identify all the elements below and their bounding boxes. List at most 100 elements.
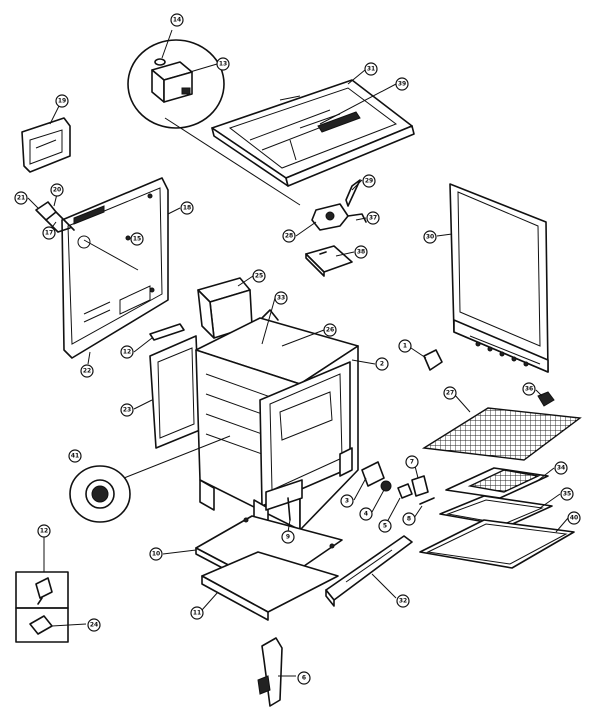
svg-text:15: 15 — [133, 236, 141, 243]
callout-3: 3 — [340, 494, 354, 508]
callout-11: 11 — [190, 606, 204, 620]
callout-9: 9 — [281, 530, 295, 544]
svg-text:20: 20 — [53, 187, 61, 194]
callout-12-top: 12 — [120, 345, 134, 359]
callout-18: 18 — [180, 201, 194, 215]
svg-text:10: 10 — [152, 551, 160, 558]
oven-rack — [421, 407, 582, 461]
svg-text:22: 22 — [83, 368, 91, 375]
svg-text:11: 11 — [193, 610, 201, 617]
svg-text:2: 2 — [380, 361, 384, 368]
svg-text:39: 39 — [398, 81, 406, 88]
callout-24: 24 — [87, 618, 101, 632]
callout-19: 19 — [55, 94, 69, 108]
svg-text:26: 26 — [326, 327, 334, 334]
svg-text:23: 23 — [123, 407, 131, 414]
svg-text:32: 32 — [399, 598, 407, 605]
svg-text:21: 21 — [17, 195, 25, 202]
callout-5: 5 — [378, 519, 392, 533]
callout-7: 7 — [405, 455, 419, 469]
detail-bubble-top — [127, 39, 301, 206]
callout-29: 29 — [362, 174, 376, 188]
svg-text:31: 31 — [367, 66, 375, 73]
callout-10: 10 — [149, 547, 163, 561]
leveling-leg — [257, 637, 283, 707]
svg-text:35: 35 — [563, 491, 571, 498]
callout-17: 17 — [42, 226, 56, 240]
svg-text:12: 12 — [123, 349, 131, 356]
callout-35: 35 — [560, 487, 574, 501]
svg-text:41: 41 — [71, 453, 79, 460]
svg-text:6: 6 — [302, 675, 306, 682]
callout-36: 36 — [522, 382, 536, 396]
callout-30: 30 — [423, 230, 437, 244]
callout-22: 22 — [80, 364, 94, 378]
knobs-and-fittings — [361, 349, 555, 505]
callout-23: 23 — [120, 403, 134, 417]
callout-27: 27 — [443, 386, 457, 400]
svg-text:27: 27 — [446, 390, 454, 397]
callout-40: 40 — [567, 511, 581, 525]
svg-text:24: 24 — [90, 622, 98, 629]
svg-text:1: 1 — [403, 343, 407, 350]
callout-38: 38 — [354, 245, 368, 259]
wiring-parts — [35, 201, 75, 233]
svg-text:12: 12 — [40, 528, 48, 535]
boxed-details — [15, 571, 69, 643]
callout-34: 34 — [554, 461, 568, 475]
callout-8: 8 — [402, 512, 416, 526]
bottom-drawer-pan — [419, 519, 575, 569]
oven-body — [195, 309, 359, 531]
svg-text:28: 28 — [285, 233, 293, 240]
svg-text:25: 25 — [255, 273, 263, 280]
callout-13: 13 — [216, 57, 230, 71]
callout-12-bottom: 12 — [37, 524, 51, 538]
oven-door — [449, 183, 549, 373]
svg-text:14: 14 — [173, 17, 181, 24]
side-panel — [149, 335, 201, 449]
svg-text:17: 17 — [45, 230, 53, 237]
broiler-pan-insert — [445, 467, 549, 499]
callout-14: 14 — [170, 13, 184, 27]
top-cover — [211, 79, 415, 187]
svg-text:13: 13 — [219, 61, 227, 68]
svg-text:19: 19 — [58, 98, 66, 105]
svg-text:8: 8 — [407, 516, 411, 523]
leader-lines — [27, 29, 569, 677]
drawer-rail — [325, 535, 413, 607]
callout-37: 37 — [366, 211, 380, 225]
callout-6: 6 — [297, 671, 311, 685]
callout-4: 4 — [359, 507, 373, 521]
svg-text:18: 18 — [183, 205, 191, 212]
rear-panel — [61, 177, 169, 359]
svg-text:40: 40 — [570, 515, 578, 522]
callout-39: 39 — [395, 77, 409, 91]
callout-21: 21 — [14, 191, 28, 205]
callout-28: 28 — [282, 229, 296, 243]
svg-text:9: 9 — [286, 534, 290, 541]
drawer-bottom — [201, 551, 339, 621]
callout-33: 33 — [274, 291, 288, 305]
svg-text:30: 30 — [426, 234, 434, 241]
svg-text:38: 38 — [357, 249, 365, 256]
callout-2: 2 — [375, 357, 389, 371]
callout-15: 15 — [130, 232, 144, 246]
callout-31: 31 — [364, 62, 378, 76]
ignition-parts — [305, 179, 367, 277]
svg-text:34: 34 — [557, 465, 565, 472]
wiring-box — [197, 277, 253, 339]
svg-text:36: 36 — [525, 386, 533, 393]
callout-25: 25 — [252, 269, 266, 283]
knob-detail-bubble — [69, 435, 231, 523]
vent-bracket — [21, 117, 71, 173]
callout-20: 20 — [50, 183, 64, 197]
svg-text:29: 29 — [365, 178, 373, 185]
svg-text:3: 3 — [345, 498, 349, 505]
callout-41: 41 — [68, 449, 82, 463]
callout-32: 32 — [396, 594, 410, 608]
svg-text:33: 33 — [277, 295, 285, 302]
bracket — [265, 479, 303, 521]
callout-1: 1 — [398, 339, 412, 353]
svg-text:5: 5 — [383, 523, 387, 530]
